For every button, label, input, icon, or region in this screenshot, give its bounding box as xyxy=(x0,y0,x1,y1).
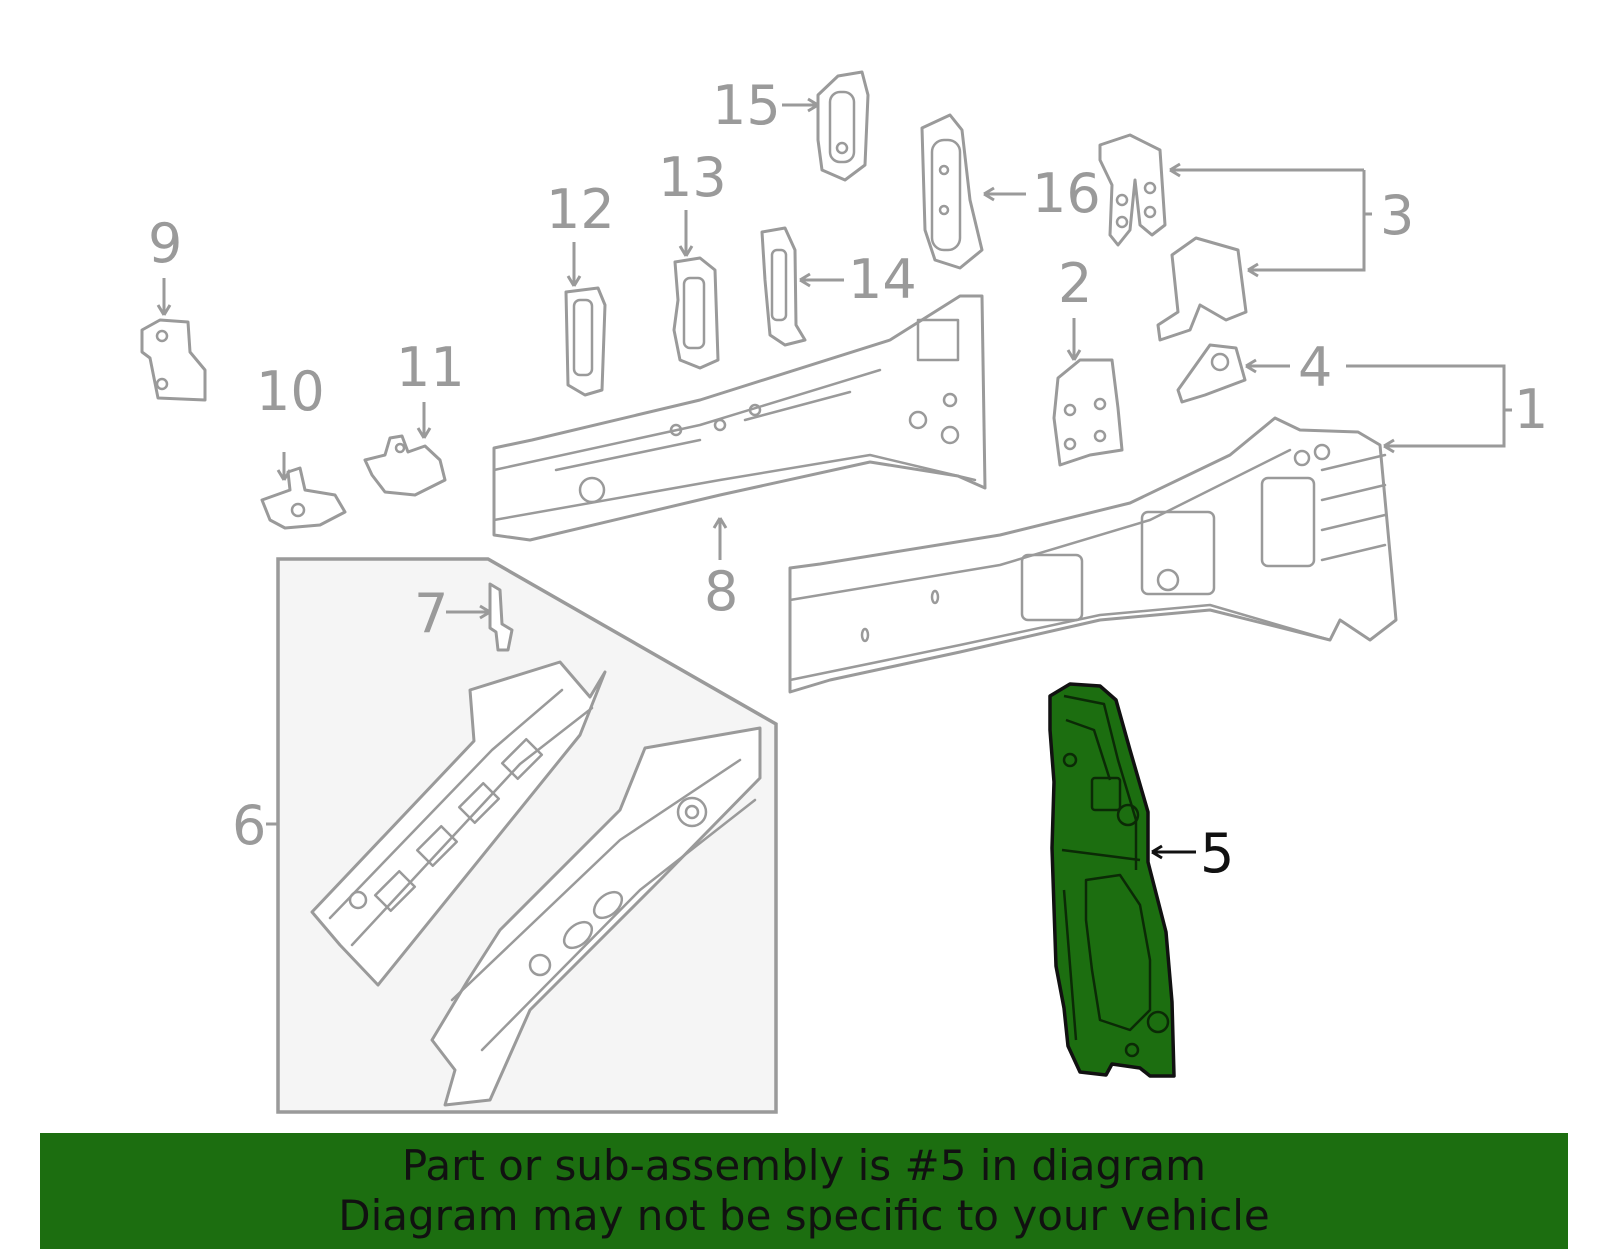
callout-2: 2 xyxy=(1058,252,1092,315)
callout-3: 3 xyxy=(1380,184,1414,247)
callout-4: 4 xyxy=(1298,336,1332,399)
callout-16: 16 xyxy=(1032,162,1101,225)
callout-14: 14 xyxy=(848,248,917,311)
banner-line-2: Diagram may not be specific to your vehi… xyxy=(338,1191,1270,1240)
leader-lines xyxy=(156,97,1512,860)
part-6-inset xyxy=(276,557,778,1114)
callout-labels: 1 2 3 4 5 6 7 8 9 10 11 12 13 14 15 16 xyxy=(148,74,1548,885)
callout-7: 7 xyxy=(414,582,448,645)
callout-5: 5 xyxy=(1200,822,1234,885)
info-banner: Part or sub-assembly is #5 in diagram Di… xyxy=(40,1133,1568,1249)
callout-12: 12 xyxy=(546,178,615,241)
callout-1: 1 xyxy=(1514,378,1548,441)
callout-10: 10 xyxy=(256,360,325,423)
part-5-highlighted[interactable] xyxy=(1048,682,1176,1078)
callout-15: 15 xyxy=(712,74,781,137)
callout-11: 11 xyxy=(396,336,465,399)
part-1-rail xyxy=(788,416,1398,694)
small-brackets xyxy=(140,70,1248,530)
part-8-rail xyxy=(492,294,987,542)
callout-8: 8 xyxy=(704,560,738,623)
banner-line-1: Part or sub-assembly is #5 in diagram xyxy=(401,1141,1207,1190)
callout-6: 6 xyxy=(232,794,266,857)
callout-9: 9 xyxy=(148,212,182,275)
callout-13: 13 xyxy=(658,146,727,209)
